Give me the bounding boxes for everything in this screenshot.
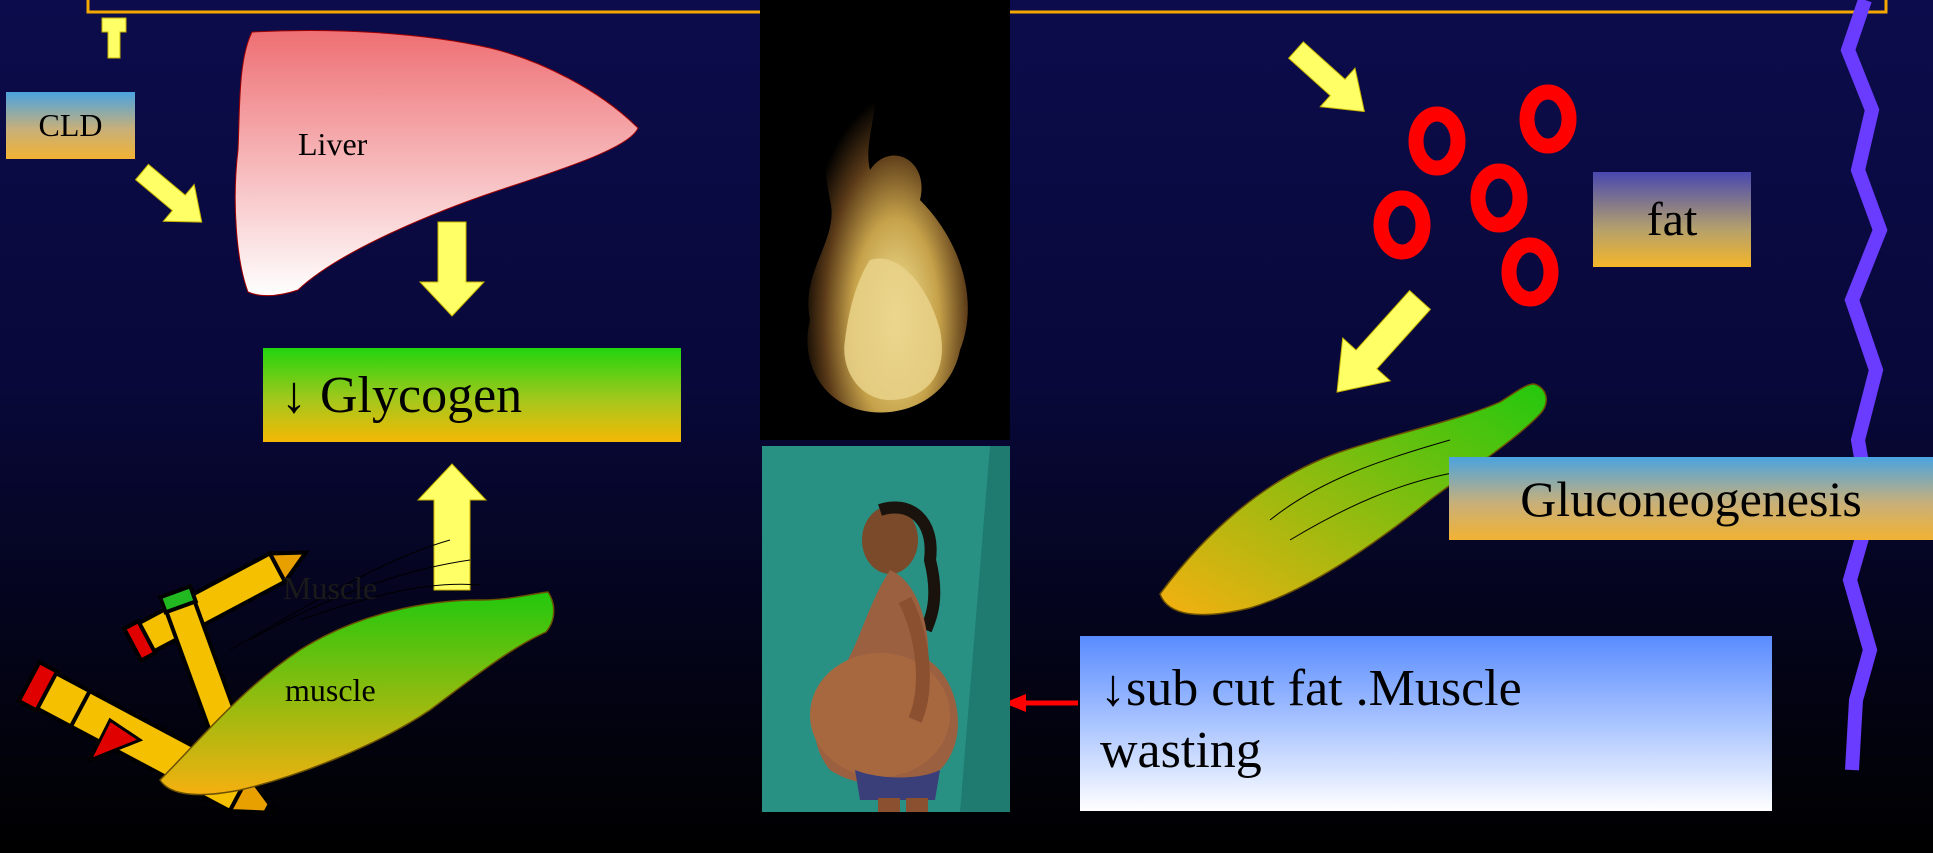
muscle-lower-label: muscle — [285, 672, 376, 709]
glycogen-label: ↓ Glycogen — [281, 366, 522, 425]
arrow-to-fat-icon — [1279, 31, 1382, 131]
arrow-up-small-icon — [102, 18, 126, 58]
arrow-liver-to-glycogen-icon — [420, 222, 484, 316]
gluconeogenesis-label: Gluconeogenesis — [1520, 470, 1862, 528]
liver-label: Liver — [298, 126, 367, 163]
arrow-fat-to-muscle-icon — [1313, 279, 1444, 414]
fat-box: fat — [1593, 172, 1751, 267]
wasting-label: ↓sub cut fat .Muscle wasting — [1100, 658, 1620, 783]
muscle-upper-label: Muscle — [283, 570, 377, 607]
pointer-arrow-icon — [1004, 694, 1078, 712]
glycogen-box: ↓ Glycogen — [263, 348, 681, 442]
child-photo-image — [762, 446, 1010, 812]
arrow-cld-to-liver-icon — [127, 154, 218, 241]
flame-image — [760, 0, 1010, 440]
fat-droplets-icon — [1381, 92, 1569, 299]
fat-label: fat — [1647, 192, 1698, 247]
wasting-box: ↓sub cut fat .Muscle wasting — [1080, 636, 1772, 811]
zigzag-line — [1848, 0, 1880, 770]
arrow-muscle-to-glycogen-icon — [418, 464, 486, 590]
cld-label: CLD — [39, 107, 103, 144]
cld-label-box: CLD — [6, 92, 135, 159]
gluconeogenesis-box: Gluconeogenesis — [1449, 457, 1933, 540]
liver-shape — [235, 31, 638, 296]
